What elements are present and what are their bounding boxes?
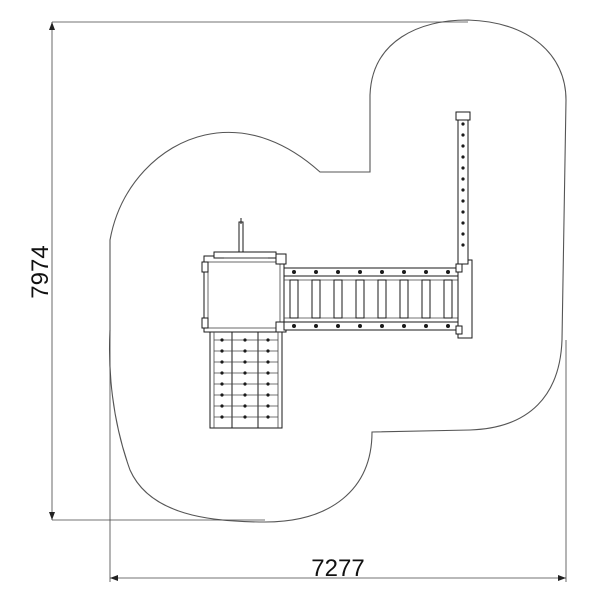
safety-zone-outline: [108, 19, 567, 523]
height-label: 7974: [27, 245, 54, 298]
bolt: [402, 324, 406, 328]
pole-hold: [461, 144, 465, 148]
width-label: 7277: [311, 555, 364, 582]
bolt: [380, 270, 384, 274]
width-dimension: 7277: [109, 330, 567, 582]
flag-post: [238, 218, 244, 257]
pole-hold: [461, 166, 465, 170]
pole-hold: [461, 210, 465, 214]
bolt: [446, 324, 450, 328]
bolt: [243, 382, 247, 386]
bolt: [314, 270, 318, 274]
bridge-rung: [289, 279, 299, 319]
bridge-rung: [399, 279, 409, 319]
pole-hold: [461, 177, 465, 181]
pole-hold: [461, 243, 465, 247]
bolt: [266, 404, 270, 408]
bolt: [220, 360, 224, 364]
bolt: [292, 270, 296, 274]
bolt: [243, 371, 247, 375]
bridge-rung: [311, 279, 321, 319]
bolt: [424, 324, 428, 328]
bolt: [243, 404, 247, 408]
bridge-rung: [355, 279, 365, 319]
bolt: [266, 382, 270, 386]
horizontal-ladder-bridge: [283, 267, 461, 331]
bolt: [220, 404, 224, 408]
bridge-rung: [443, 279, 453, 319]
bolt: [243, 360, 247, 364]
bolt: [220, 415, 224, 419]
pole-hold: [461, 122, 465, 126]
bolt: [266, 349, 270, 353]
bolt: [266, 415, 270, 419]
bolt: [243, 349, 247, 353]
bolt: [336, 324, 340, 328]
bolt: [266, 338, 270, 342]
bolt: [380, 324, 384, 328]
bolt: [358, 270, 362, 274]
pole-hold: [461, 221, 465, 225]
bolt: [243, 415, 247, 419]
bolt: [446, 270, 450, 274]
bridge-rung: [421, 279, 431, 319]
bolt: [220, 338, 224, 342]
pole-hold: [461, 199, 465, 203]
tower-platform: [201, 251, 287, 333]
bolt: [358, 324, 362, 328]
bolt: [402, 270, 406, 274]
pole-hold: [461, 133, 465, 137]
bridge-end-post: [455, 259, 473, 339]
pole-hold: [461, 188, 465, 192]
bolt: [266, 371, 270, 375]
bolt: [266, 393, 270, 397]
bolt: [314, 324, 318, 328]
bolt: [220, 393, 224, 397]
climbing-ladder: [209, 331, 283, 429]
bolt: [424, 270, 428, 274]
pole-hold: [461, 232, 465, 236]
pole-hold: [461, 155, 465, 159]
height-dimension: 7974: [27, 21, 468, 521]
bolt: [266, 360, 270, 364]
bolt: [220, 382, 224, 386]
vertical-climbing-pole: [455, 111, 471, 265]
bolt: [220, 371, 224, 375]
bolt: [243, 393, 247, 397]
bolt: [336, 270, 340, 274]
bolt: [243, 338, 247, 342]
bolt: [220, 349, 224, 353]
bolt: [292, 324, 296, 328]
bridge-rung: [333, 279, 343, 319]
bridge-rung: [377, 279, 387, 319]
